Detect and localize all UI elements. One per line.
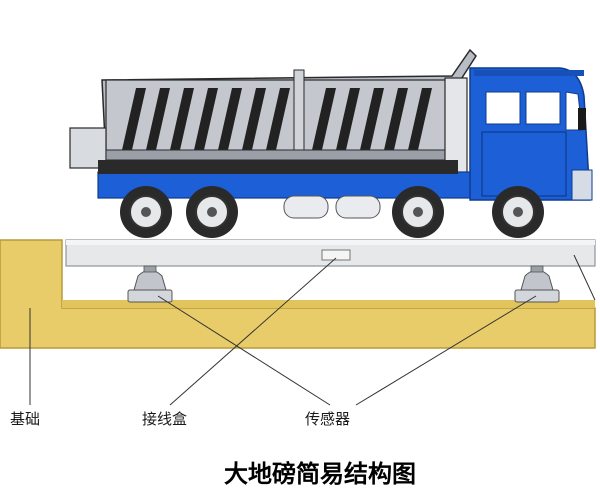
label-foundation: 基础	[10, 410, 40, 428]
sensor-left	[127, 265, 173, 303]
truck-cab	[469, 67, 593, 201]
label-sensor: 传感器	[305, 410, 350, 428]
wheel	[392, 186, 444, 238]
diagram-title: 大地磅简易结构图	[224, 460, 416, 488]
wheel	[120, 186, 172, 238]
leader-line-junction-box	[169, 257, 337, 406]
cab-window	[525, 91, 561, 125]
dump-body	[69, 48, 477, 175]
junction-box	[321, 249, 351, 261]
leader-lines	[29, 254, 596, 406]
leader-line-sensor-right	[355, 295, 537, 406]
leader-line-sensor-left	[157, 295, 331, 406]
label-junction-box: 接线盒	[142, 410, 187, 428]
fuel-tank	[283, 195, 329, 219]
cab-window	[485, 91, 521, 125]
wheel	[492, 186, 544, 238]
leader-line-platform-edge	[573, 254, 596, 301]
wheel	[186, 186, 238, 238]
dump-truck	[69, 48, 593, 238]
fuel-tank	[335, 195, 381, 219]
sensor-right	[514, 265, 560, 303]
foundation	[0, 239, 596, 349]
dump-body-stripes	[122, 88, 432, 150]
foundation-pit-floor	[62, 300, 595, 308]
